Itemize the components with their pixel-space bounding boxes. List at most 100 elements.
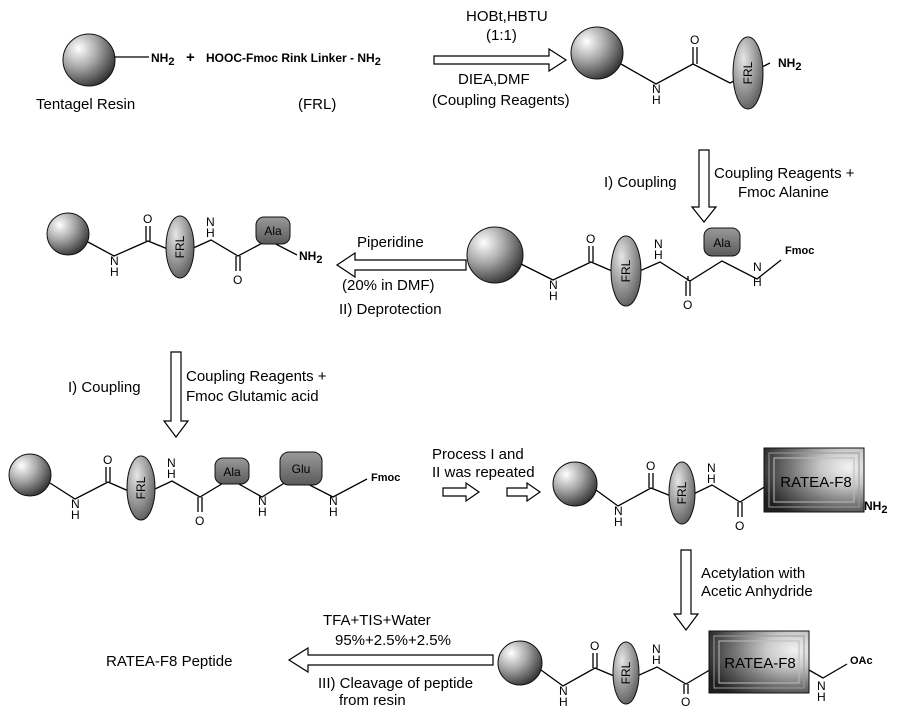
coupling-reagents-line2: Fmoc Glutamic acid [186, 388, 319, 405]
cleavage-label-line1: III) Cleavage of peptide [318, 675, 473, 692]
coupling-label: I) Coupling [604, 174, 677, 191]
frl-label: FRL [741, 61, 755, 84]
amide-h: H [110, 265, 119, 279]
resin-amine-label: NH2 [151, 51, 174, 68]
coupling-reagents-line2: Fmoc Alanine [738, 184, 829, 201]
ala-residue [214, 457, 250, 485]
arrow-step2 [690, 149, 718, 223]
frl-label: FRL [675, 481, 689, 504]
cleavage-ratio: 95%+2.5%+2.5% [335, 632, 451, 649]
repeat-line1: Process I and [432, 446, 524, 463]
linker-text: HOOC-Fmoc Rink Linker - NH2 [206, 51, 381, 68]
amine-label: NH2 [299, 249, 322, 266]
linker-abbrev: (FRL) [298, 96, 336, 113]
amide-h: H [707, 472, 716, 486]
carbonyl-o: O [233, 273, 242, 287]
amide-n: N [559, 684, 568, 698]
frl-linker-oval [165, 215, 195, 279]
amide-n: N [206, 215, 215, 229]
carbonyl-o: O [681, 695, 690, 709]
amide-n: N [71, 497, 80, 511]
final-product-label: RATEA-F8 Peptide [106, 653, 232, 670]
carbonyl-o: O [690, 33, 699, 47]
ala-label: Ala [223, 465, 241, 479]
carbonyl-o: O [683, 298, 692, 312]
fmoc-label: Fmoc [371, 472, 400, 484]
reagents-top: HOBt,HBTU [466, 8, 548, 25]
glu-residue [279, 451, 323, 486]
amide-h: H [258, 505, 267, 519]
frl-linker-oval [126, 455, 156, 521]
product6-ac-ratea-resin: O N H FRL N H O RATEA-F8 N H OAc [497, 630, 873, 709]
arrow-step4 [162, 351, 190, 438]
amide-h: H [167, 467, 176, 481]
step7-conditions: TFA+TIS+Water 95%+2.5%+2.5% III) Cleavag… [106, 612, 494, 709]
resin-bead [62, 33, 116, 87]
resin-bead [8, 453, 52, 497]
arrow-step7 [287, 646, 494, 674]
amide-h: H [817, 690, 826, 704]
resin-label: Tentagel Resin [36, 96, 135, 113]
step2-conditions: I) Coupling Coupling Reagents + Fmoc Ala… [604, 149, 855, 223]
amide-n: N [753, 260, 762, 274]
arrow-step6 [672, 549, 700, 631]
repeat-line2: II was repeated [432, 464, 535, 481]
carbonyl-o: O [586, 232, 595, 246]
frl-label: FRL [134, 476, 148, 499]
deprotection-label: II) Deprotection [339, 301, 442, 318]
amide-h: H [652, 93, 661, 107]
product4-fmoc-glu-ala: O N H FRL N H O Ala N H Glu N H Fmoc [8, 451, 400, 528]
acetylation-line1: Acetylation with [701, 565, 805, 582]
amide-n: N [614, 504, 623, 518]
coupling-reagents-line1: Coupling Reagents + [186, 368, 327, 385]
arrow-step5a [442, 481, 481, 503]
step3-conditions: Piperidine (20% in DMF) II) Deprotection [335, 234, 467, 318]
coupling-reagents-line1: Coupling Reagents + [714, 165, 855, 182]
amide-h: H [559, 695, 568, 709]
amide-n: N [110, 254, 119, 268]
ala-label: Ala [713, 236, 731, 250]
amide-h: H [654, 248, 663, 262]
amide-h: H [753, 275, 762, 289]
arrow-step1 [433, 47, 568, 73]
resin-bead [497, 640, 543, 686]
carbonyl-o: O [646, 459, 655, 473]
amide-n: N [167, 456, 176, 470]
carbonyl-o: O [143, 212, 152, 226]
amide-n: N [329, 494, 338, 508]
amide-n: N [817, 679, 826, 693]
product2-fmoc-ala: O N H FRL N H O Ala N H Fmoc [466, 226, 814, 312]
ala-residue [703, 227, 741, 257]
step4-conditions: I) Coupling Coupling Reagents + Fmoc Glu… [68, 351, 327, 438]
amide-n: N [652, 642, 661, 656]
row1-reactants: NH2 + HOOC-Fmoc Rink Linker - NH2 Tentag… [36, 33, 381, 113]
product1-resin-frl: O N H FRL NH2 [570, 26, 801, 110]
arrow-step3 [335, 251, 467, 279]
coupling-label: I) Coupling [68, 379, 141, 396]
amide-n: N [549, 278, 558, 292]
amide-n: N [652, 82, 661, 96]
amide-n: N [654, 237, 663, 251]
fmoc-label: Fmoc [785, 245, 814, 257]
resin-bead [570, 26, 624, 80]
amide-h: H [614, 515, 623, 529]
amide-h: H [71, 508, 80, 522]
step5-conditions: Process I and II was repeated [432, 446, 542, 503]
amide-h: H [652, 653, 661, 667]
reagents-note: (Coupling Reagents) [432, 92, 570, 109]
piperidine-label: Piperidine [357, 234, 424, 251]
resin-bead [46, 212, 90, 256]
frl-linker-oval [732, 36, 764, 110]
frl-linker-oval [668, 461, 696, 525]
piperidine-conditions: (20% in DMF) [342, 277, 435, 294]
step6-conditions: Acetylation with Acetic Anhydride [672, 549, 813, 631]
reagents-bottom: DIEA,DMF [458, 71, 530, 88]
amide-h: H [549, 289, 558, 303]
arrow-step5b [506, 481, 542, 503]
reagents-ratio: (1:1) [486, 27, 517, 44]
ratea-label: RATEA-F8 [724, 655, 795, 672]
ratea-label: RATEA-F8 [780, 474, 851, 491]
frl-label: FRL [173, 235, 187, 258]
oac-label: OAc [850, 655, 873, 667]
